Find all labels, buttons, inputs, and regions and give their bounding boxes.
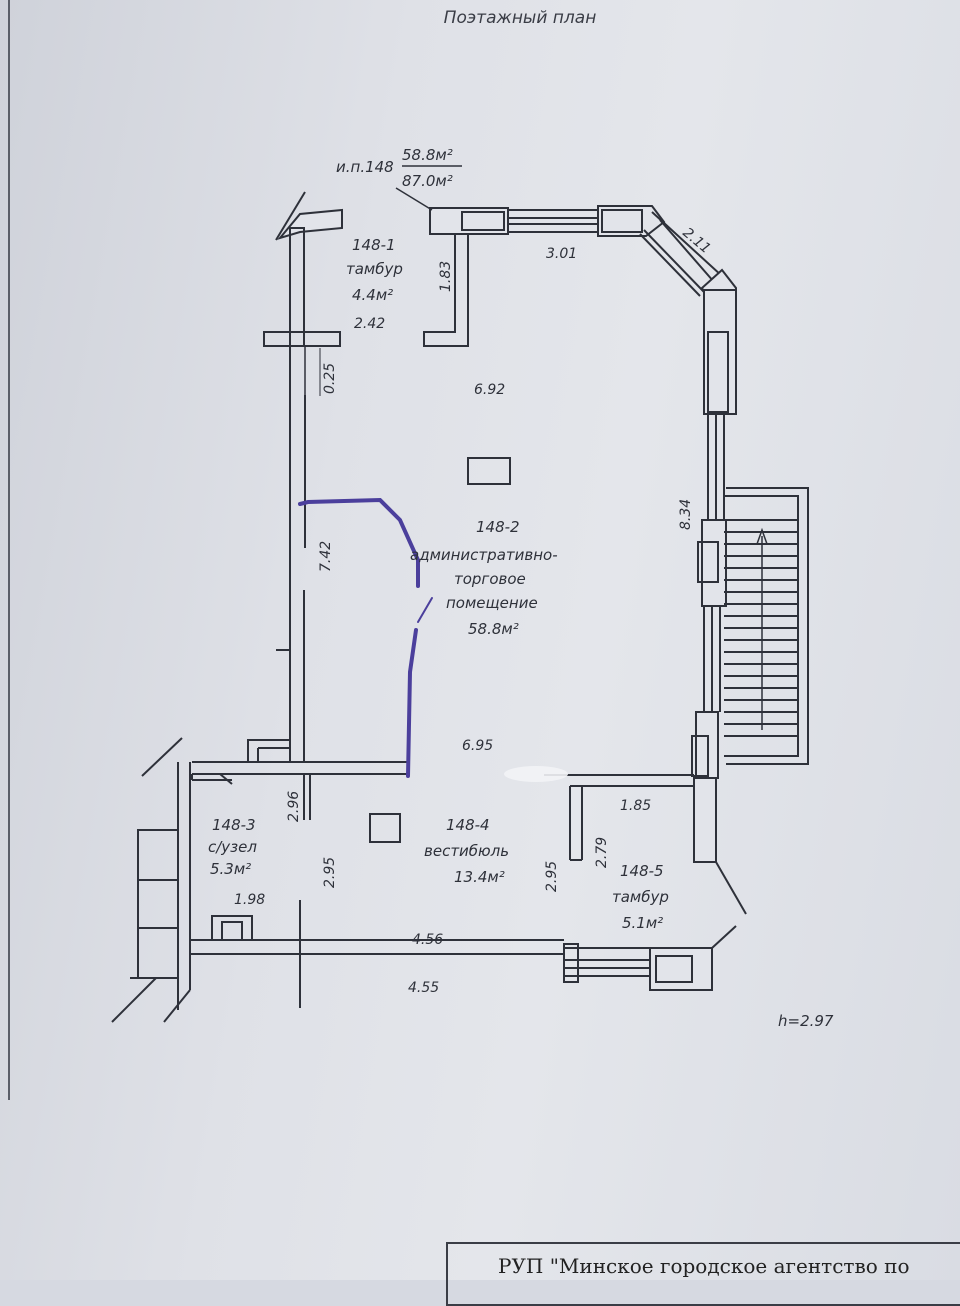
dim-296: 2.96 [286, 791, 302, 822]
room-148-4-area: 13.4м² [454, 868, 505, 886]
room-148-3-area: 5.3м² [210, 860, 251, 878]
room-148-1-name: тамбур [346, 260, 403, 278]
room-148-2-area: 58.8м² [468, 620, 519, 638]
room-148-3[interactable]: 148-3 с/узел 5.3м² [208, 816, 257, 878]
dim-183: 1.83 [438, 261, 454, 292]
dim-692: 6.92 [474, 382, 505, 398]
unit-area-main: 58.8м² [402, 146, 453, 164]
dim-742: 7.42 [318, 541, 334, 572]
glare-spot [504, 766, 568, 782]
room-148-1-id: 148-1 [352, 236, 396, 254]
room-148-5-area: 5.1м² [622, 914, 663, 932]
room-148-2-name-2: торговое [454, 570, 526, 588]
room-148-1[interactable]: 148-1 тамбур 4.4м² [346, 236, 403, 304]
unit-leader-line [395, 187, 433, 211]
margin-line [8, 0, 10, 1100]
wall-left [247, 346, 306, 762]
column-148-2 [467, 457, 511, 485]
column-148-4 [369, 813, 401, 843]
dim-295-b: 2.95 [544, 861, 560, 892]
room-148-1-area: 4.4м² [352, 286, 393, 304]
room-148-2-name-1: административно- [410, 546, 558, 564]
wall-right [691, 289, 747, 915]
room-148-4-id: 148-4 [446, 816, 490, 834]
wall-top-left [275, 191, 343, 347]
room-148-4-name: вестибюль [424, 842, 509, 860]
room-148-5-id: 148-5 [620, 862, 664, 880]
dim-301: 3.01 [546, 246, 577, 262]
marker-partition [298, 497, 433, 778]
unit-area-total: 87.0м² [402, 172, 453, 190]
page-title: Поэтажный план [443, 8, 597, 28]
wall-bottom [190, 925, 737, 991]
ceiling-height: h=2.97 [778, 1012, 834, 1030]
room-148-2[interactable]: 148-2 административно- торговое помещени… [410, 518, 558, 638]
room-148-5[interactable]: 148-5 тамбур 5.1м² [612, 862, 669, 932]
dim-295-a: 2.95 [322, 857, 338, 888]
wall-partition [191, 761, 694, 861]
room-148-5-name: тамбур [612, 888, 669, 906]
room-148-3-id: 148-3 [212, 816, 256, 834]
unit-label: и.п.148 [336, 158, 394, 176]
dim-025: 0.25 [322, 363, 338, 394]
dim-185: 1.85 [620, 798, 651, 814]
stamp-text: РУП "Минское городское агентство по [498, 1254, 910, 1278]
dim-695: 6.95 [462, 738, 493, 754]
dim-834: 8.34 [678, 499, 694, 530]
dim-455: 4.55 [408, 980, 439, 996]
dim-456: 4.56 [412, 932, 443, 948]
wall-top-window [429, 205, 666, 237]
staircase[interactable] [724, 487, 809, 765]
room-148-2-id: 148-2 [476, 518, 520, 536]
dim-279: 2.79 [594, 837, 610, 868]
dim-198: 1.98 [234, 892, 265, 908]
title-block-stamp: РУП "Минское городское агентство по [446, 1242, 960, 1306]
dim-242: 2.42 [354, 316, 385, 332]
room-148-3-name: с/узел [208, 838, 257, 856]
room-148-4[interactable]: 148-4 вестибюль 13.4м² [424, 816, 509, 886]
room-148-2-name-3: помещение [446, 594, 538, 612]
